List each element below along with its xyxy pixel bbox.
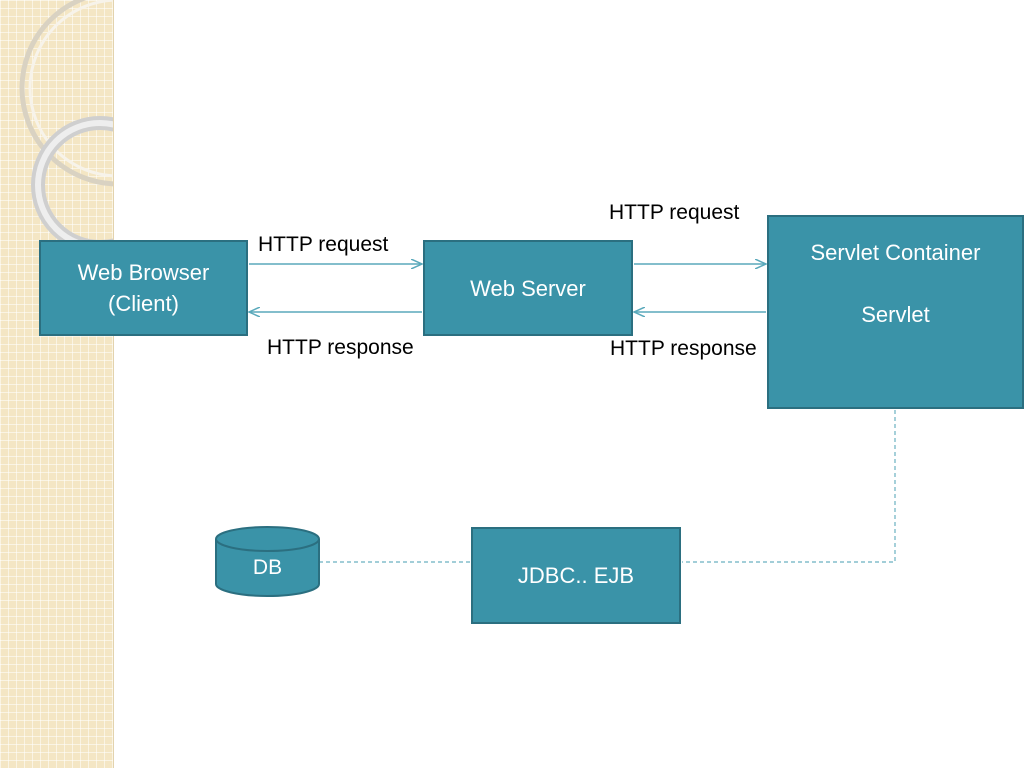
servlet-label: Servlet xyxy=(861,302,930,327)
web-browser-title: Web Browser xyxy=(77,260,210,285)
jdbc-ejb-label: JDBC.. EJB xyxy=(517,563,635,588)
http-request-label-1: HTTP request xyxy=(258,233,389,256)
web-server-node: Web Server xyxy=(423,240,633,336)
jdbc-ejb-node: JDBC.. EJB xyxy=(471,527,681,624)
servlet-container-title: Servlet Container xyxy=(810,240,981,265)
decorative-sidebar xyxy=(0,0,114,768)
http-request-label-2: HTTP request xyxy=(609,201,740,224)
http-response-label-1: HTTP response xyxy=(267,336,414,359)
web-browser-subtitle: (Client) xyxy=(108,291,179,316)
web-server-label: Web Server xyxy=(470,275,586,301)
db-label: DB xyxy=(252,556,283,579)
servlet-container-node: Servlet Container Servlet xyxy=(767,215,1024,409)
web-browser-node: Web Browser (Client) xyxy=(39,240,248,336)
http-response-label-2: HTTP response xyxy=(610,337,757,360)
database-cylinder-icon xyxy=(215,526,320,597)
container-to-jdbc-link xyxy=(682,410,896,563)
